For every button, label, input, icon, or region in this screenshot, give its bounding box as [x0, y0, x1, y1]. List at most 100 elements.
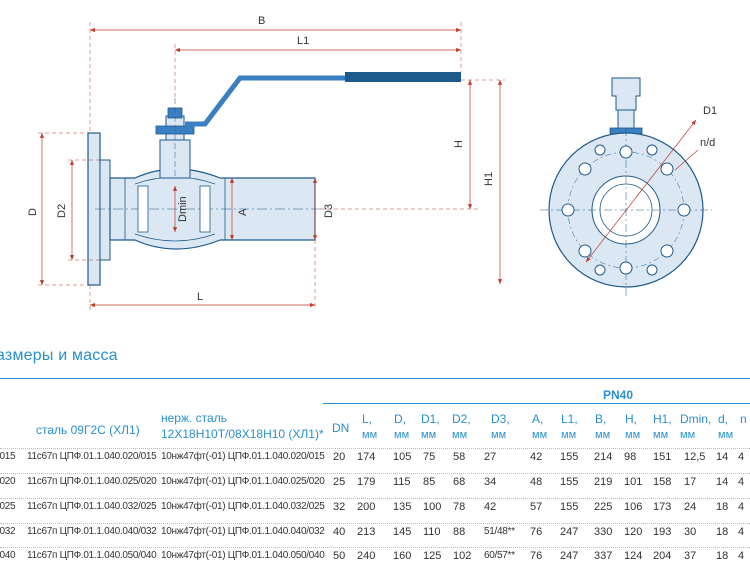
header-stainless-line1: нерж. сталь: [161, 411, 227, 425]
header-stainless-line2: 12Х18Н10Т/08Х18Н10 (ХЛ1)*: [161, 427, 324, 441]
cell-value: 18: [716, 501, 729, 513]
cell-value: 50: [333, 550, 346, 562]
row-divider: [0, 473, 750, 474]
cell-value: 120: [624, 526, 643, 538]
cell-value: 179: [357, 476, 376, 488]
cell-value: 115: [393, 476, 411, 488]
column-header-name: d,: [718, 412, 729, 426]
cell-value: 124: [624, 550, 643, 562]
cell-value: 57: [530, 501, 543, 513]
cell-value: 337: [594, 550, 613, 562]
label-L: L: [197, 291, 203, 303]
cell-value: 330: [594, 526, 613, 538]
cell-value: 30: [684, 526, 697, 538]
column-header-name: L,: [362, 412, 373, 426]
column-header-unit: мм: [532, 429, 548, 441]
cell-value: 78: [453, 501, 466, 513]
column-header-name: H,: [625, 412, 637, 426]
cell-value: 51/48**: [484, 526, 515, 537]
cell-value: 173: [653, 501, 672, 513]
column-header-unit: мм: [452, 429, 468, 441]
cell-stainless: 10нж47фт(-01) ЦПФ.01.1.040.032/025: [161, 501, 325, 512]
label-L1: L1: [297, 35, 309, 47]
column-header-name: H1,: [653, 412, 672, 426]
dim-A: A: [229, 178, 249, 240]
column-header-unit: мм: [625, 429, 641, 441]
cell-stainless: 10нж47фт(-01) ЦПФ.01.1.040.040/032: [161, 526, 325, 537]
column-header-unit: мм: [394, 429, 410, 441]
column-header-unit: мм: [680, 429, 696, 441]
cell-value: 160: [393, 550, 412, 562]
row-divider: [0, 498, 750, 499]
cell-stainless: 10нж47фт(-01) ЦПФ.01.1.040.020/015: [161, 451, 325, 462]
cell-value: 25: [333, 476, 346, 488]
row-divider: [0, 523, 750, 524]
column-header-name: D,: [394, 412, 406, 426]
column-header-unit: мм: [561, 429, 577, 441]
column-header-name: B,: [595, 412, 607, 426]
cell-value: 32: [333, 501, 346, 513]
cell-stainless: 10нж47фт(-01) ЦПФ.01.1.040.025/020: [161, 476, 325, 487]
cell-value: 40: [333, 526, 346, 538]
column-header-name: n: [740, 412, 747, 426]
cell-value: 4: [738, 451, 745, 463]
cell-value: 151: [653, 451, 672, 463]
cell-prefix: /040: [0, 550, 16, 561]
dim-H1: H1: [320, 79, 505, 284]
header-dn: DN: [332, 421, 350, 435]
valve-drawing: B L1 H H1 D D2 Dmin A D3: [27, 15, 717, 310]
column-header-unit: мм: [653, 429, 669, 441]
valve-handle: [185, 72, 461, 127]
cell-value: 225: [594, 501, 613, 513]
cell-value: 42: [530, 451, 543, 463]
cell-stainless: 10нж47фт(-01) ЦПФ.01.1.040.050/040: [161, 550, 325, 561]
label-H: H: [453, 140, 465, 148]
label-A: A: [237, 208, 249, 216]
cell-prefix: /020: [0, 476, 16, 487]
row-divider: [0, 448, 750, 449]
column-header-name: D2,: [452, 412, 471, 426]
cell-value: 68: [453, 476, 466, 488]
dim-B: B: [89, 15, 462, 132]
pn-rule: [323, 403, 750, 404]
cell-value: 34: [484, 476, 497, 488]
cell-value: 88: [453, 526, 466, 538]
cell-value: 98: [624, 451, 637, 463]
cell-value: 60/57**: [484, 550, 515, 561]
cell-value: 204: [653, 550, 672, 562]
cell-value: 105: [393, 451, 412, 463]
cell-steel: 11с67п ЦПФ.01.1.040.020/015: [27, 451, 157, 462]
column-header-unit: мм: [595, 429, 611, 441]
cell-value: 24: [684, 501, 697, 513]
label-D2: D2: [56, 204, 68, 218]
cell-value: 240: [357, 550, 376, 562]
cell-value: 193: [653, 526, 672, 538]
column-header-name: D3,: [491, 412, 510, 426]
cell-value: 85: [423, 476, 436, 488]
label-B: B: [258, 15, 265, 27]
cell-value: 155: [560, 476, 579, 488]
cell-value: 158: [653, 476, 672, 488]
label-nd: n/d: [700, 137, 715, 149]
cell-value: 155: [560, 501, 579, 513]
cell-value: 17: [684, 476, 697, 488]
cell-value: 20: [333, 451, 346, 463]
section-title: азмеры и масса: [0, 347, 118, 364]
label-H1: H1: [483, 172, 495, 186]
cell-value: 4: [738, 501, 745, 513]
cell-prefix: /015: [0, 451, 16, 462]
cell-steel: 11с67п ЦПФ.01.1.040.040/032: [27, 526, 157, 537]
cell-value: 4: [738, 526, 745, 538]
dim-L1: L1: [174, 35, 461, 98]
cell-value: 200: [357, 501, 376, 513]
cell-value: 101: [624, 476, 643, 488]
cell-value: 110: [423, 526, 441, 538]
cell-value: 48: [530, 476, 543, 488]
cell-value: 18: [716, 550, 729, 562]
column-header-name: Dmin,: [680, 412, 712, 426]
cell-value: 18: [716, 526, 729, 538]
cell-value: 14: [716, 476, 729, 488]
cell-value: 58: [453, 451, 466, 463]
column-header-unit: мм: [362, 429, 378, 441]
cell-value: 4: [738, 476, 745, 488]
